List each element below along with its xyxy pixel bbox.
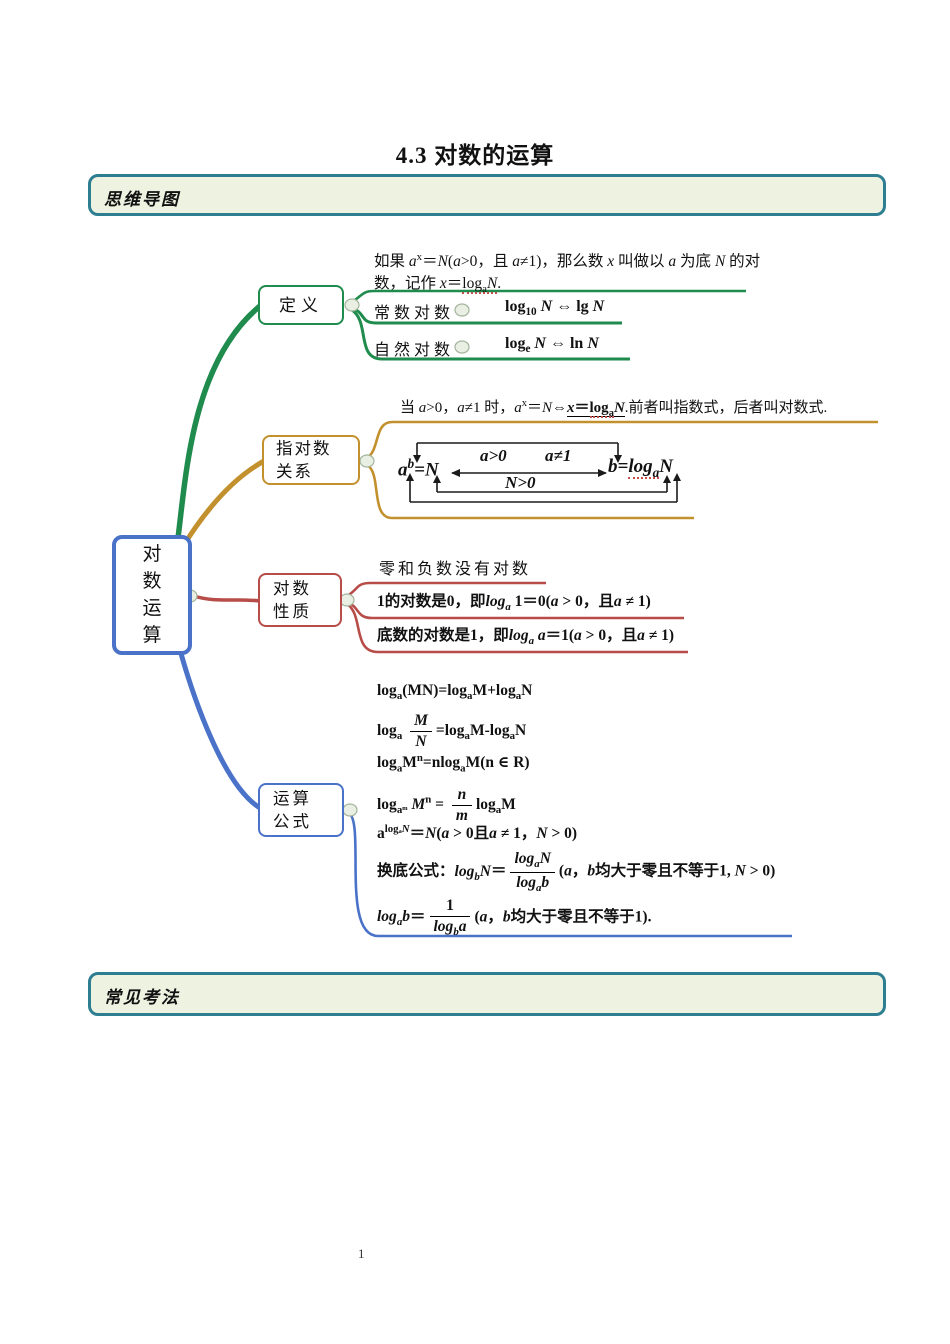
property-item-2: 1的对数是0，即loga 1＝0(a > 0，且a ≠ 1) bbox=[377, 593, 651, 614]
node-definition-label: 定义 bbox=[279, 295, 323, 315]
property-item-1: 零和负数没有对数 bbox=[379, 561, 532, 578]
mindmap-section-label: 思维导图 bbox=[104, 190, 180, 209]
relation-diagram-condition-2: a≠1 bbox=[545, 446, 572, 465]
relation-diagram-arrowheads bbox=[406, 455, 681, 483]
property-3-underline bbox=[346, 602, 688, 654]
page-title: 4.3 对数的运算 bbox=[395, 143, 555, 168]
relation-diagram-condition-1: a>0 bbox=[480, 446, 507, 465]
relation-diagram-left-expr: ab=N bbox=[398, 456, 439, 481]
branch-definition-curve bbox=[175, 303, 263, 541]
node-properties: 对数性质 bbox=[258, 573, 342, 627]
formula-identity: alogₐN＝N(a > 0且a ≠ 1，N > 0) bbox=[377, 822, 578, 842]
page-number: 1 bbox=[358, 1246, 365, 1261]
formulas-underline bbox=[348, 813, 792, 938]
relation-diagram-right-expr: b=logaN bbox=[608, 456, 673, 480]
root-node-label: 对数运算 bbox=[142, 544, 162, 646]
relation-diagram-condition-3: N>0 bbox=[505, 473, 536, 492]
mindmap-section-header: 思维导图 bbox=[88, 174, 886, 216]
exp-log-intro-underline bbox=[366, 420, 878, 460]
property-item-3: 底数的对数是1，即loga a＝1(a > 0，且a ≠ 1) bbox=[377, 627, 675, 648]
relation-diagram-arrows bbox=[409, 442, 678, 503]
node-definition: 定义 bbox=[258, 285, 344, 325]
common-log-formula: log10 N ⇔ lg N bbox=[505, 298, 605, 319]
mindmap-canvas bbox=[175, 289, 878, 938]
node-exp-log-relation: 指对数关系 bbox=[262, 435, 360, 485]
exp-log-diagram-underline bbox=[366, 463, 694, 520]
branch-formulas-curve bbox=[177, 647, 263, 811]
connector-bubbles bbox=[182, 298, 470, 817]
root-node-log-operations: 对数运算 bbox=[112, 535, 192, 655]
node-exp-log-label: 指对数关系 bbox=[276, 439, 332, 481]
node-formulas-label: 运算公式 bbox=[273, 789, 312, 831]
exp-log-intro-text: 当 a>0，a≠1 时，ax＝N⇔x＝logaN.前者叫指数式，后者叫对数式. bbox=[400, 398, 828, 419]
node-formulas: 运算公式 bbox=[258, 783, 344, 837]
common-methods-section-header: 常见考法 bbox=[88, 972, 886, 1016]
branch-exp-log-curve bbox=[179, 458, 267, 551]
common-log-label: 常数对数 bbox=[374, 305, 455, 322]
formula-power-rule: logaMn=nlogaM(n ∈ R) bbox=[377, 752, 530, 775]
natural-log-underline bbox=[351, 308, 630, 361]
node-properties-label: 对数性质 bbox=[273, 579, 312, 621]
natural-log-label: 自然对数 bbox=[374, 342, 455, 359]
branch-properties-curve bbox=[192, 594, 262, 603]
natural-log-formula: loge N ⇔ ln N bbox=[505, 335, 599, 356]
formula-product-rule: loga(MN)=logaM+logaN bbox=[377, 682, 533, 703]
definition-intro-text: 如果 ax＝N(a>0，且 a≠1)，那么数 x 叫做以 a 为底 N 的对数，… bbox=[374, 251, 761, 296]
common-methods-section-label: 常见考法 bbox=[104, 988, 180, 1007]
